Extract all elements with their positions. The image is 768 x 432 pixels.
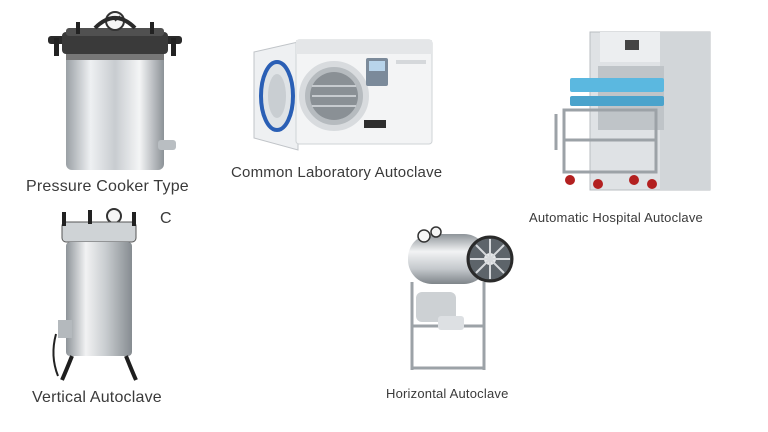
common-lab-caption: Common Laboratory Autoclave <box>231 164 443 181</box>
pressure-cooker-autoclave-image <box>40 8 190 176</box>
pressure-cooker-caption: Pressure Cooker Type <box>26 178 189 195</box>
common-lab-autoclave-image <box>246 34 436 158</box>
benchtop-autoclave-icon <box>253 39 433 151</box>
horizontal-autoclave-image <box>402 222 514 374</box>
hospital-caption: Automatic Hospital Autoclave <box>529 210 703 225</box>
vertical-autoclave-icon <box>52 208 138 381</box>
vertical-autoclave-image <box>48 206 148 384</box>
stray-letter-label: C <box>160 210 172 227</box>
horizontal-autoclave-icon <box>408 226 514 370</box>
hospital-autoclave-image <box>550 30 715 204</box>
vertical-caption: Vertical Autoclave <box>32 389 162 406</box>
hospital-autoclave-icon <box>554 31 711 191</box>
pressure-cooker-icon <box>48 11 182 170</box>
horizontal-caption: Horizontal Autoclave <box>386 386 509 401</box>
